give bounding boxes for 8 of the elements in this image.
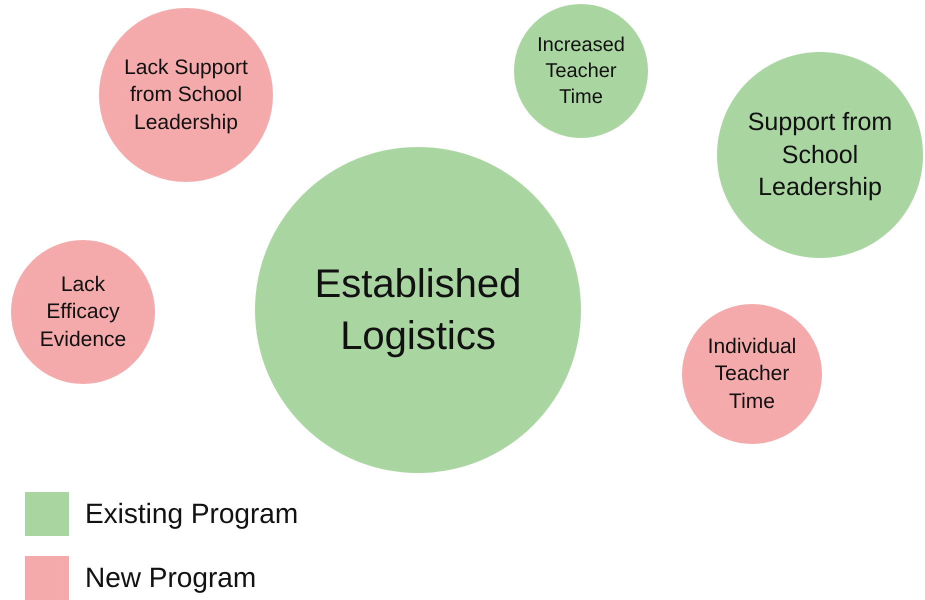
node-label: Lack Support from School Leadership [123, 55, 249, 136]
node-label: Increased Teacher Time [536, 33, 626, 110]
node-label: Support from School Leadership [746, 107, 894, 204]
node-label: Individual Teacher Time [706, 334, 798, 415]
node-label: Lack Efficacy Evidence [38, 272, 128, 353]
legend-label: Existing Program [85, 498, 298, 530]
legend-label: New Program [85, 562, 256, 594]
node-label: Established Logistics [314, 261, 522, 360]
